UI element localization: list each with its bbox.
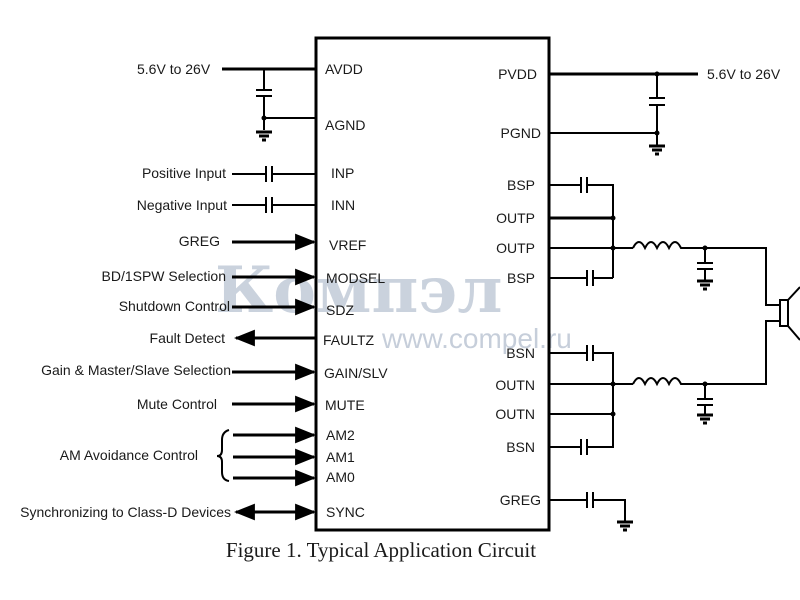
pin-pgnd: PGND	[501, 125, 541, 141]
pin-greg: GREG	[500, 492, 541, 508]
positive-input-label: Positive Input	[142, 165, 226, 181]
ground-icon	[256, 130, 272, 142]
bsp-bootstrap-cap-2	[549, 270, 613, 286]
pin-inp: INP	[331, 165, 354, 181]
avdd-decoupling-cap	[256, 69, 316, 130]
outp-inductor	[632, 241, 780, 306]
pin-am0: AM0	[326, 469, 355, 485]
pin-sdz: SDZ	[326, 302, 354, 318]
fault-detect-label: Fault Detect	[150, 330, 226, 346]
sync-label: Synchronizing to Class-D Devices	[20, 504, 231, 520]
ground-icon	[617, 520, 633, 532]
pin-outp-1: OUTP	[496, 210, 535, 226]
pin-bsn-2: BSN	[506, 439, 535, 455]
bd-selection-label: BD/1SPW Selection	[102, 268, 227, 284]
pin-vref: VREF	[329, 237, 366, 253]
am-avoidance-label: AM Avoidance Control	[60, 447, 198, 463]
negative-input-label: Negative Input	[137, 197, 227, 213]
pin-outn-2: OUTN	[495, 406, 535, 422]
speaker-icon	[779, 286, 800, 341]
pin-sync: SYNC	[326, 504, 365, 520]
pin-avdd: AVDD	[325, 61, 363, 77]
ground-icon	[697, 413, 713, 425]
greg-cap	[549, 492, 626, 521]
ground-icon	[649, 144, 665, 156]
pin-gain-slv: GAIN/SLV	[324, 365, 388, 381]
pin-outn-1: OUTN	[495, 377, 535, 393]
pin-bsn-1: BSN	[506, 345, 535, 361]
mute-control-label: Mute Control	[137, 396, 217, 412]
pin-am1: AM1	[326, 449, 355, 465]
pin-pvdd: PVDD	[498, 66, 537, 82]
watermark-url: www.compel.ru	[381, 323, 572, 354]
ground-icon	[697, 279, 713, 291]
outp-filter-cap	[697, 248, 713, 280]
bsn-bootstrap-cap-2	[549, 439, 613, 455]
watermark-brand: Компэл	[215, 253, 502, 328]
bsn-bootstrap-cap-1	[549, 345, 614, 448]
inn-coupling-cap	[232, 197, 316, 213]
pin-bsp-1: BSP	[507, 177, 535, 193]
pin-am2: AM2	[326, 427, 355, 443]
supply-right-label: 5.6V to 26V	[707, 66, 781, 82]
pin-bsp-2: BSP	[507, 270, 535, 286]
pvdd-decoupling-cap	[549, 74, 665, 146]
watermark: Компэл www.compel.ru	[215, 253, 572, 354]
pin-faultz: FAULTZ	[323, 332, 375, 348]
outn-inductor	[632, 320, 780, 387]
am-brace	[216, 429, 230, 482]
pin-mute: MUTE	[325, 397, 365, 413]
pin-outp-2: OUTP	[496, 240, 535, 256]
pin-modsel: MODSEL	[326, 270, 385, 286]
greg-signal-label: GREG	[179, 233, 220, 249]
bsp-bootstrap-cap-1	[549, 177, 614, 278]
supply-left-label: 5.6V to 26V	[137, 61, 211, 77]
inp-coupling-cap	[232, 166, 316, 182]
outn-filter-cap	[697, 384, 713, 415]
pin-inn: INN	[331, 197, 355, 213]
figure-caption: Figure 1. Typical Application Circuit	[226, 538, 536, 562]
pin-agnd: AGND	[325, 117, 365, 133]
shutdown-label: Shutdown Control	[119, 298, 230, 314]
gain-selection-label: Gain & Master/Slave Selection	[41, 362, 231, 378]
